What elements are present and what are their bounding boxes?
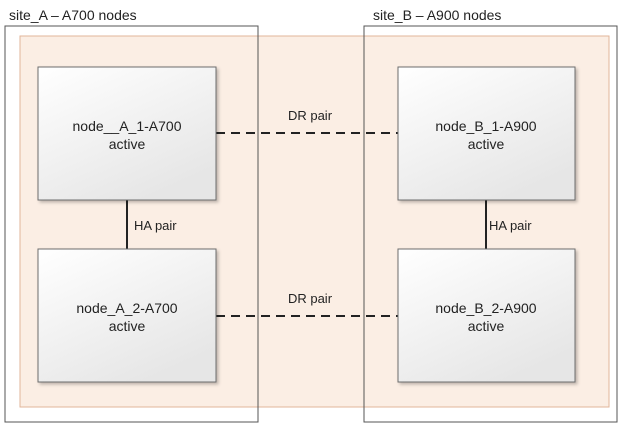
site-b-box: [363, 25, 618, 423]
site-a-box: [4, 25, 259, 423]
dr-pair-label-bottom: DR pair: [288, 291, 333, 306]
ha-pair-label-right: HA pair: [489, 218, 532, 233]
node-b1-state: active: [468, 136, 505, 152]
node-a2-box: node_A_2-A700 active: [37, 248, 217, 383]
dr-pair-label-top: DR pair: [288, 108, 333, 123]
node-a1-state: active: [109, 136, 146, 152]
node-a2-name: node_A_2-A700: [76, 300, 177, 316]
site-b-title: site_B – A900 nodes: [373, 7, 501, 23]
node-a2-state: active: [109, 318, 146, 334]
node-a1-name: node__A_1-A700: [73, 118, 182, 134]
ha-pair-label-left: HA pair: [134, 218, 177, 233]
node-b2-box: node_B_2-A900 active: [397, 248, 576, 383]
node-b1-name: node_B_1-A900: [435, 118, 536, 134]
node-b1-box: node_B_1-A900 active: [397, 66, 576, 201]
node-a1-box: node__A_1-A700 active: [37, 66, 217, 201]
node-b2-state: active: [468, 318, 505, 334]
node-b2-name: node_B_2-A900: [435, 300, 536, 316]
site-a-title: site_A – A700 nodes: [9, 7, 137, 23]
